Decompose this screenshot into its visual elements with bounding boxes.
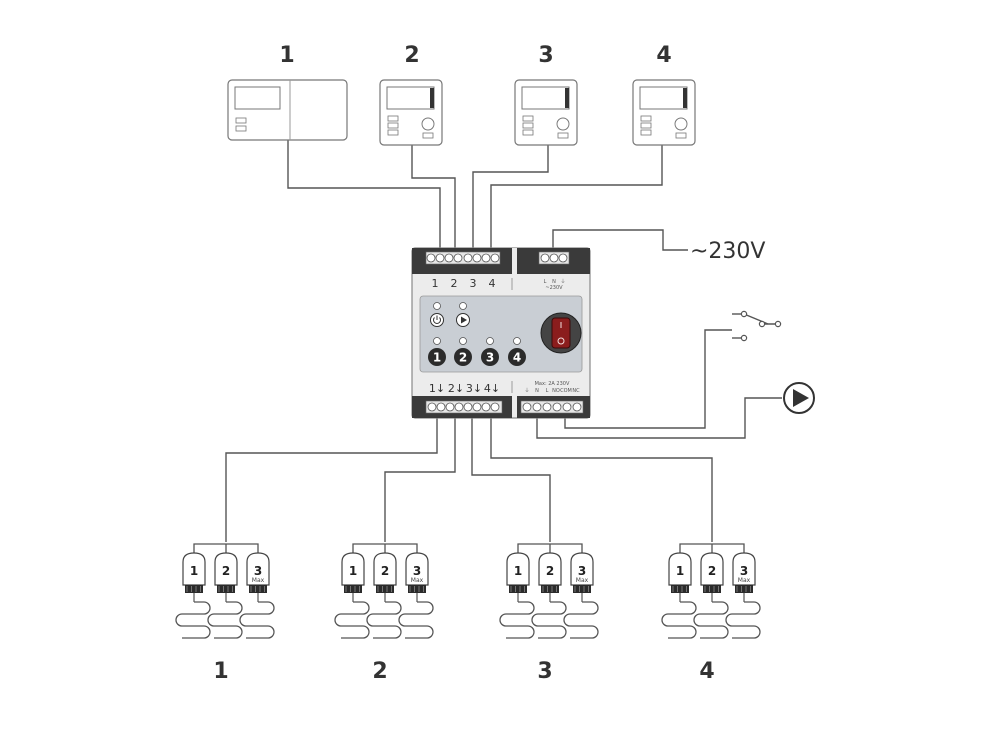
zone-button-1[interactable]: 1 xyxy=(428,348,446,366)
actuator-4-1: 1 xyxy=(661,552,697,639)
zone-4-number: 4 xyxy=(699,659,714,684)
play-icon xyxy=(456,313,470,327)
relay-terminal-l: L xyxy=(546,388,549,394)
thermostat-3-number: 3 xyxy=(538,43,553,68)
actuator-label: 3 xyxy=(413,564,421,578)
actuator-max-label: Max xyxy=(252,577,265,584)
zone-1-number: 1 xyxy=(213,659,228,684)
top-terminal-label-4: 4 xyxy=(489,277,496,290)
actuator-label: 1 xyxy=(514,564,522,578)
actuator-4-2: 2 xyxy=(693,552,729,639)
zone-3-number: 3 xyxy=(537,659,552,684)
relay-terminal-nc: NC xyxy=(572,388,580,394)
actuator-label: 1 xyxy=(676,564,684,578)
actuator-1-1: 1 xyxy=(175,552,211,639)
heating-loop xyxy=(366,601,402,639)
thermostat-4: 4 xyxy=(632,43,696,146)
heating-loop xyxy=(563,601,599,639)
zone-button-3[interactable]: 3 xyxy=(481,348,499,366)
actuator-2-2: 2 xyxy=(366,552,402,639)
zone-button-2-label: 2 xyxy=(459,351,467,365)
actuator-label: 2 xyxy=(381,564,389,578)
actuator-3-1: 1 xyxy=(499,552,535,639)
heating-loop xyxy=(334,601,370,639)
actuator-max-label: Max xyxy=(738,577,751,584)
thermostat-1: 1 xyxy=(227,43,348,141)
relay-terminal-no: NO xyxy=(552,388,560,394)
bottom-terminal-label-1: 1↓ xyxy=(429,382,445,395)
top-terminal-label-3: 3 xyxy=(470,277,477,290)
relay-note: Max: 2A 230V xyxy=(535,381,570,387)
heating-loop xyxy=(207,601,243,639)
zone-button-4[interactable]: 4 xyxy=(508,348,526,366)
relay-terminal-com: COM xyxy=(560,388,572,394)
power-terminal-l: L xyxy=(544,279,547,285)
heating-loop xyxy=(693,601,729,639)
top-terminal-screws xyxy=(425,251,570,265)
top-terminal-label-1: 1 xyxy=(432,277,439,290)
heating-loop xyxy=(175,601,211,639)
heating-loop xyxy=(499,601,535,639)
heating-loop xyxy=(531,601,567,639)
heating-loop xyxy=(239,601,275,639)
zone-button-2[interactable]: 2 xyxy=(454,348,472,366)
thermostat-2-number: 2 xyxy=(404,43,419,68)
power-terminal-n: N xyxy=(552,279,556,285)
actuator-label: 2 xyxy=(708,564,716,578)
actuator-label: 3 xyxy=(740,564,748,578)
power-terminal-supply: ~230V xyxy=(545,285,563,291)
power-icon xyxy=(430,313,444,327)
relay-terminal-earth: ⏚ xyxy=(524,387,529,394)
thermostat-2: 2 xyxy=(379,43,443,146)
heating-loop xyxy=(398,601,434,639)
top-terminal-label-2: 2 xyxy=(451,277,458,290)
actuator-1-2: 2 xyxy=(207,552,243,639)
heating-loop xyxy=(725,601,761,639)
supply-voltage-label: ~230V xyxy=(690,239,765,264)
earth-icon: ⏚ xyxy=(560,278,565,285)
rocker-switch[interactable] xyxy=(540,312,582,354)
switch-icon xyxy=(740,310,782,342)
controller-unit: 1 2 3 4 L N ⏚ ~230V 1 xyxy=(411,247,591,419)
actuator-label: 1 xyxy=(349,564,357,578)
zone-button-3-label: 3 xyxy=(486,351,494,365)
bottom-terminal-screws xyxy=(425,400,584,414)
heating-loop xyxy=(661,601,697,639)
actuator-label: 1 xyxy=(190,564,198,578)
zone-button-4-label: 4 xyxy=(513,351,521,365)
actuator-3-2: 2 xyxy=(531,552,567,639)
thermostat-1-number: 1 xyxy=(279,43,294,68)
actuator-2-1: 1 xyxy=(334,552,370,639)
actuator-max-label: Max xyxy=(411,577,424,584)
pump-icon xyxy=(783,382,815,414)
wires xyxy=(225,140,782,542)
actuator-label: 2 xyxy=(546,564,554,578)
actuator-max-label: Max xyxy=(576,577,589,584)
bottom-terminal-label-2: 2↓ xyxy=(448,382,464,395)
zone-button-1-label: 1 xyxy=(433,351,441,365)
actuator-label: 3 xyxy=(254,564,262,578)
actuator-label: 2 xyxy=(222,564,230,578)
bottom-terminal-label-3: 3↓ xyxy=(466,382,482,395)
thermostat-4-number: 4 xyxy=(656,43,671,68)
actuator-label: 3 xyxy=(578,564,586,578)
bottom-terminal-label-4: 4↓ xyxy=(484,382,500,395)
relay-terminal-n: N xyxy=(535,388,539,394)
thermostat-3: 3 xyxy=(514,43,578,146)
zone-2-number: 2 xyxy=(372,659,387,684)
